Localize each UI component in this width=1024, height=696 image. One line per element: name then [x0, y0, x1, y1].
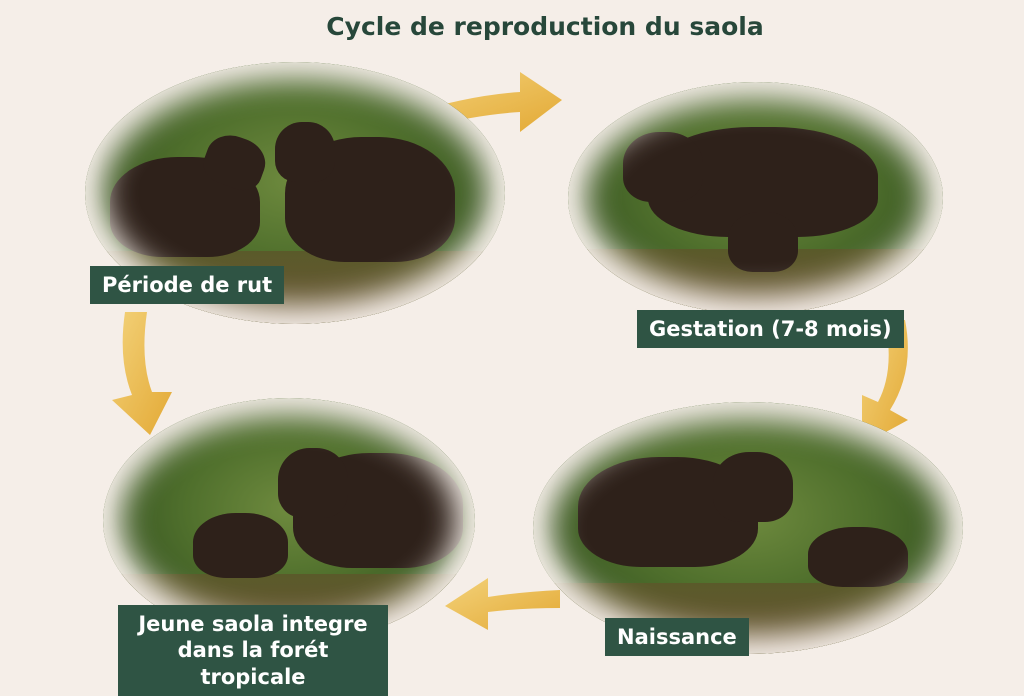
stage-label-gestation: Gestation (7-8 mois)	[637, 310, 904, 349]
arrow-gestation-to-naissance	[862, 320, 908, 445]
diagram-title: Cycle de reproduction du saola	[326, 12, 764, 41]
scene-gestation-image	[568, 82, 943, 314]
stage-label-jeune: Jeune saola integre dans la forét tropic…	[118, 605, 388, 696]
stage-label-jeune-line1: Jeune saola integre	[138, 612, 368, 636]
stage-label-naissance: Naissance	[605, 618, 749, 657]
stage-label-rut: Période de rut	[90, 266, 285, 305]
scene-naissance-image	[533, 402, 963, 654]
arrow-jeune-to-rut	[112, 312, 172, 435]
stage-label-jeune-line2: dans la forét tropicale	[177, 638, 329, 689]
